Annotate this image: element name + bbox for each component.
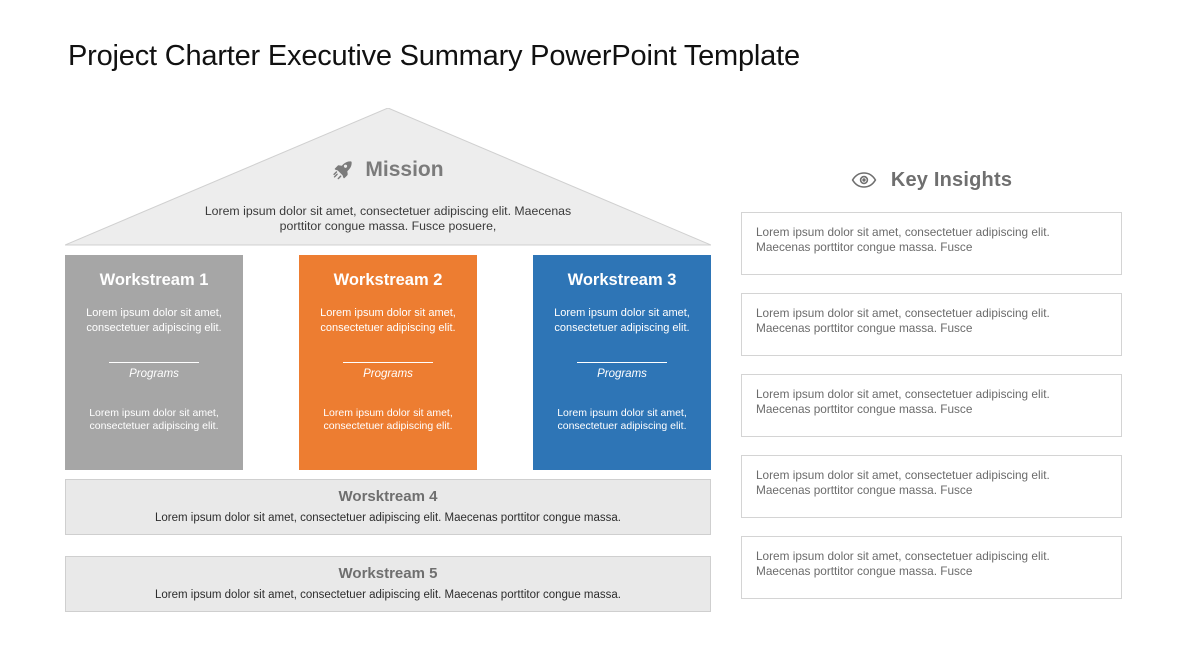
workstream-bar-title: Workstream 5 — [338, 565, 438, 582]
page-title: Project Charter Executive Summary PowerP… — [68, 40, 800, 72]
rocket-icon — [332, 159, 354, 181]
workstream-title: Workstream 3 — [567, 271, 677, 289]
workstream-programs-label: Programs — [597, 368, 647, 380]
workstream-card-2[interactable]: Workstream 2 Lorem ipsum dolor sit amet,… — [299, 255, 477, 470]
insight-text: Lorem ipsum dolor sit amet, consectetuer… — [756, 549, 1050, 578]
workstream-body-top: Lorem ipsum dolor sit amet, consectetuer… — [86, 307, 222, 334]
workstream-bar-description: Lorem ipsum dolor sit amet, consectetuer… — [155, 512, 621, 524]
workstream-programs-label: Programs — [129, 368, 179, 380]
workstream-body-bottom: Lorem ipsum dolor sit amet, consectetuer… — [557, 407, 687, 432]
roof-triangle-shape — [65, 108, 711, 246]
insight-text: Lorem ipsum dolor sit amet, consectetuer… — [756, 306, 1050, 335]
insight-item[interactable]: Lorem ipsum dolor sit amet, consectetuer… — [741, 293, 1122, 356]
insight-text: Lorem ipsum dolor sit amet, consectetuer… — [756, 387, 1050, 416]
workstream-bar-4[interactable]: Worsktream 4 Lorem ipsum dolor sit amet,… — [65, 479, 711, 535]
insight-item[interactable]: Lorem ipsum dolor sit amet, consectetuer… — [741, 212, 1122, 275]
workstream-body-bottom: Lorem ipsum dolor sit amet, consectetuer… — [323, 407, 453, 432]
workstream-programs-label: Programs — [363, 368, 413, 380]
divider — [577, 362, 667, 363]
insight-item[interactable]: Lorem ipsum dolor sit amet, consectetuer… — [741, 455, 1122, 518]
key-insights-panel: Key Insights Lorem ipsum dolor sit amet,… — [741, 165, 1122, 599]
workstream-bar-description: Lorem ipsum dolor sit amet, consectetuer… — [155, 589, 621, 601]
mission-title: Mission — [365, 158, 444, 181]
mission-description: Lorem ipsum dolor sit amet, consectetuer… — [204, 204, 572, 233]
eye-icon — [851, 171, 877, 189]
mission-roof: Mission Lorem ipsum dolor sit amet, cons… — [65, 108, 711, 246]
key-insights-title: Key Insights — [890, 168, 1013, 191]
divider — [109, 362, 199, 363]
workstream-title: Workstream 2 — [333, 271, 443, 289]
workstream-title: Workstream 1 — [99, 271, 209, 289]
workstream-columns: Workstream 1 Lorem ipsum dolor sit amet,… — [65, 255, 711, 470]
workstream-bar-title: Worsktream 4 — [338, 488, 438, 505]
temple-diagram: Mission Lorem ipsum dolor sit amet, cons… — [65, 108, 711, 620]
workstream-body-top: Lorem ipsum dolor sit amet, consectetuer… — [320, 307, 456, 334]
divider — [343, 362, 433, 363]
mission-header: Mission — [65, 158, 711, 182]
workstream-body-bottom: Lorem ipsum dolor sit amet, consectetuer… — [89, 407, 219, 432]
insight-text: Lorem ipsum dolor sit amet, consectetuer… — [756, 225, 1050, 254]
insight-item[interactable]: Lorem ipsum dolor sit amet, consectetuer… — [741, 374, 1122, 437]
workstream-bar-5[interactable]: Workstream 5 Lorem ipsum dolor sit amet,… — [65, 556, 711, 612]
workstream-body-top: Lorem ipsum dolor sit amet, consectetuer… — [554, 307, 690, 334]
insight-text: Lorem ipsum dolor sit amet, consectetuer… — [756, 468, 1050, 497]
key-insights-list: Lorem ipsum dolor sit amet, consectetuer… — [741, 212, 1122, 599]
workstream-card-1[interactable]: Workstream 1 Lorem ipsum dolor sit amet,… — [65, 255, 243, 470]
workstream-card-3[interactable]: Workstream 3 Lorem ipsum dolor sit amet,… — [533, 255, 711, 470]
insight-item[interactable]: Lorem ipsum dolor sit amet, consectetuer… — [741, 536, 1122, 599]
key-insights-header: Key Insights — [741, 165, 1122, 195]
